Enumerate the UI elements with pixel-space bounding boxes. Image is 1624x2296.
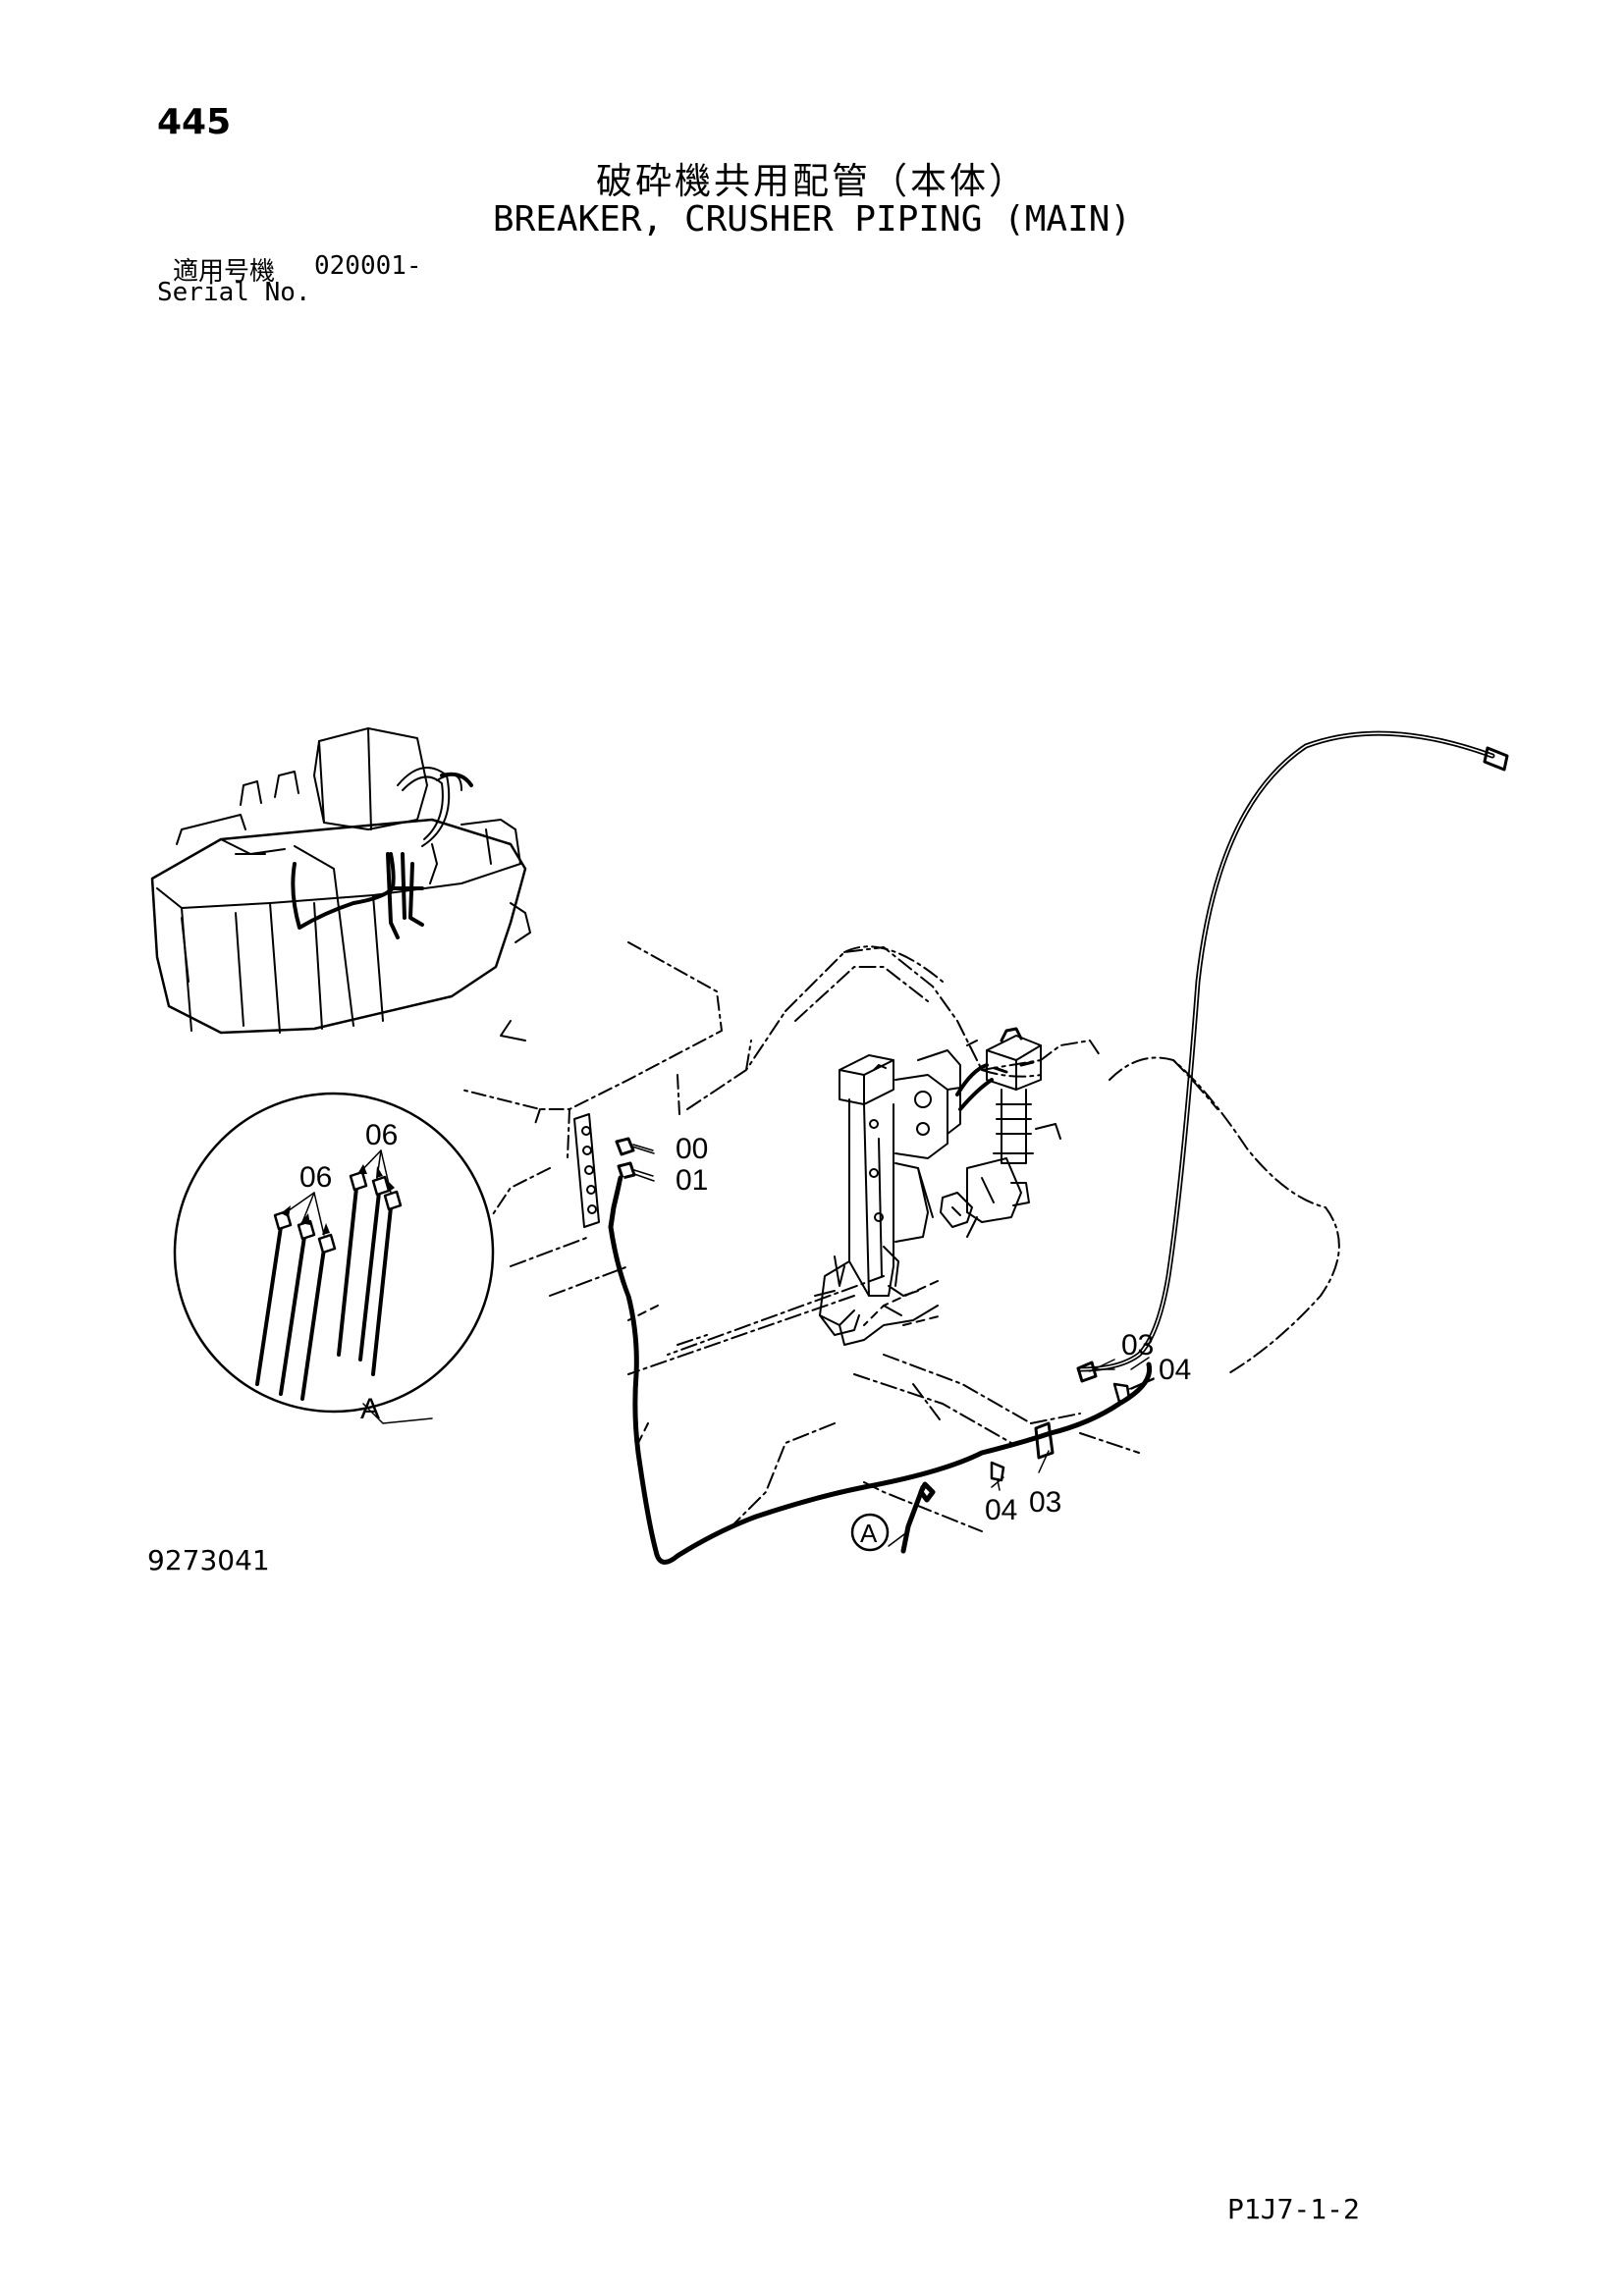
view-a-label: A <box>860 1519 878 1548</box>
long-return-hose <box>1077 730 1495 1372</box>
serial-number-value: 020001- <box>314 251 422 281</box>
callout-04-upper: 04 <box>1159 1354 1191 1386</box>
serial-label-english: Serial No. <box>157 278 311 307</box>
view-a-marker-circle <box>850 1513 890 1552</box>
leader-lines <box>631 1146 1155 1547</box>
clamp-bolt-fittings <box>990 1357 1155 1491</box>
callout-03-lower: 03 <box>1029 1486 1061 1519</box>
frame-ghost-outline <box>510 945 1340 1532</box>
callout-04-lower: 04 <box>985 1494 1017 1526</box>
cable-tie-a <box>900 1481 936 1554</box>
serial-label-japanese: 適用号機 <box>173 257 276 287</box>
right-valve-fittings <box>940 1027 1061 1238</box>
page-title-english: BREAKER, CRUSHER PIPING (MAIN) <box>492 199 1132 240</box>
detail-view-a <box>173 1092 495 1424</box>
callout-06-top: 06 <box>365 1119 398 1151</box>
bracket-plate <box>573 1113 654 1228</box>
page-title-japanese: 破砕機共用配管（本体） <box>596 160 1028 202</box>
callout-03-upper: 03 <box>1121 1329 1154 1362</box>
callout-00: 00 <box>676 1133 708 1165</box>
solenoid-valve-assembly <box>814 1049 961 1346</box>
callout-06-left: 06 <box>299 1161 332 1194</box>
detail-a-label: A <box>360 1393 380 1425</box>
sheet-code: P1J7-1-2 <box>1227 2193 1360 2225</box>
callout-01: 01 <box>676 1164 708 1197</box>
page-number: 445 <box>157 102 232 142</box>
cabin-platform-outline <box>460 941 723 1218</box>
machine-overview-illustration <box>150 727 531 1041</box>
drawing-number: 9273041 <box>147 1544 270 1576</box>
